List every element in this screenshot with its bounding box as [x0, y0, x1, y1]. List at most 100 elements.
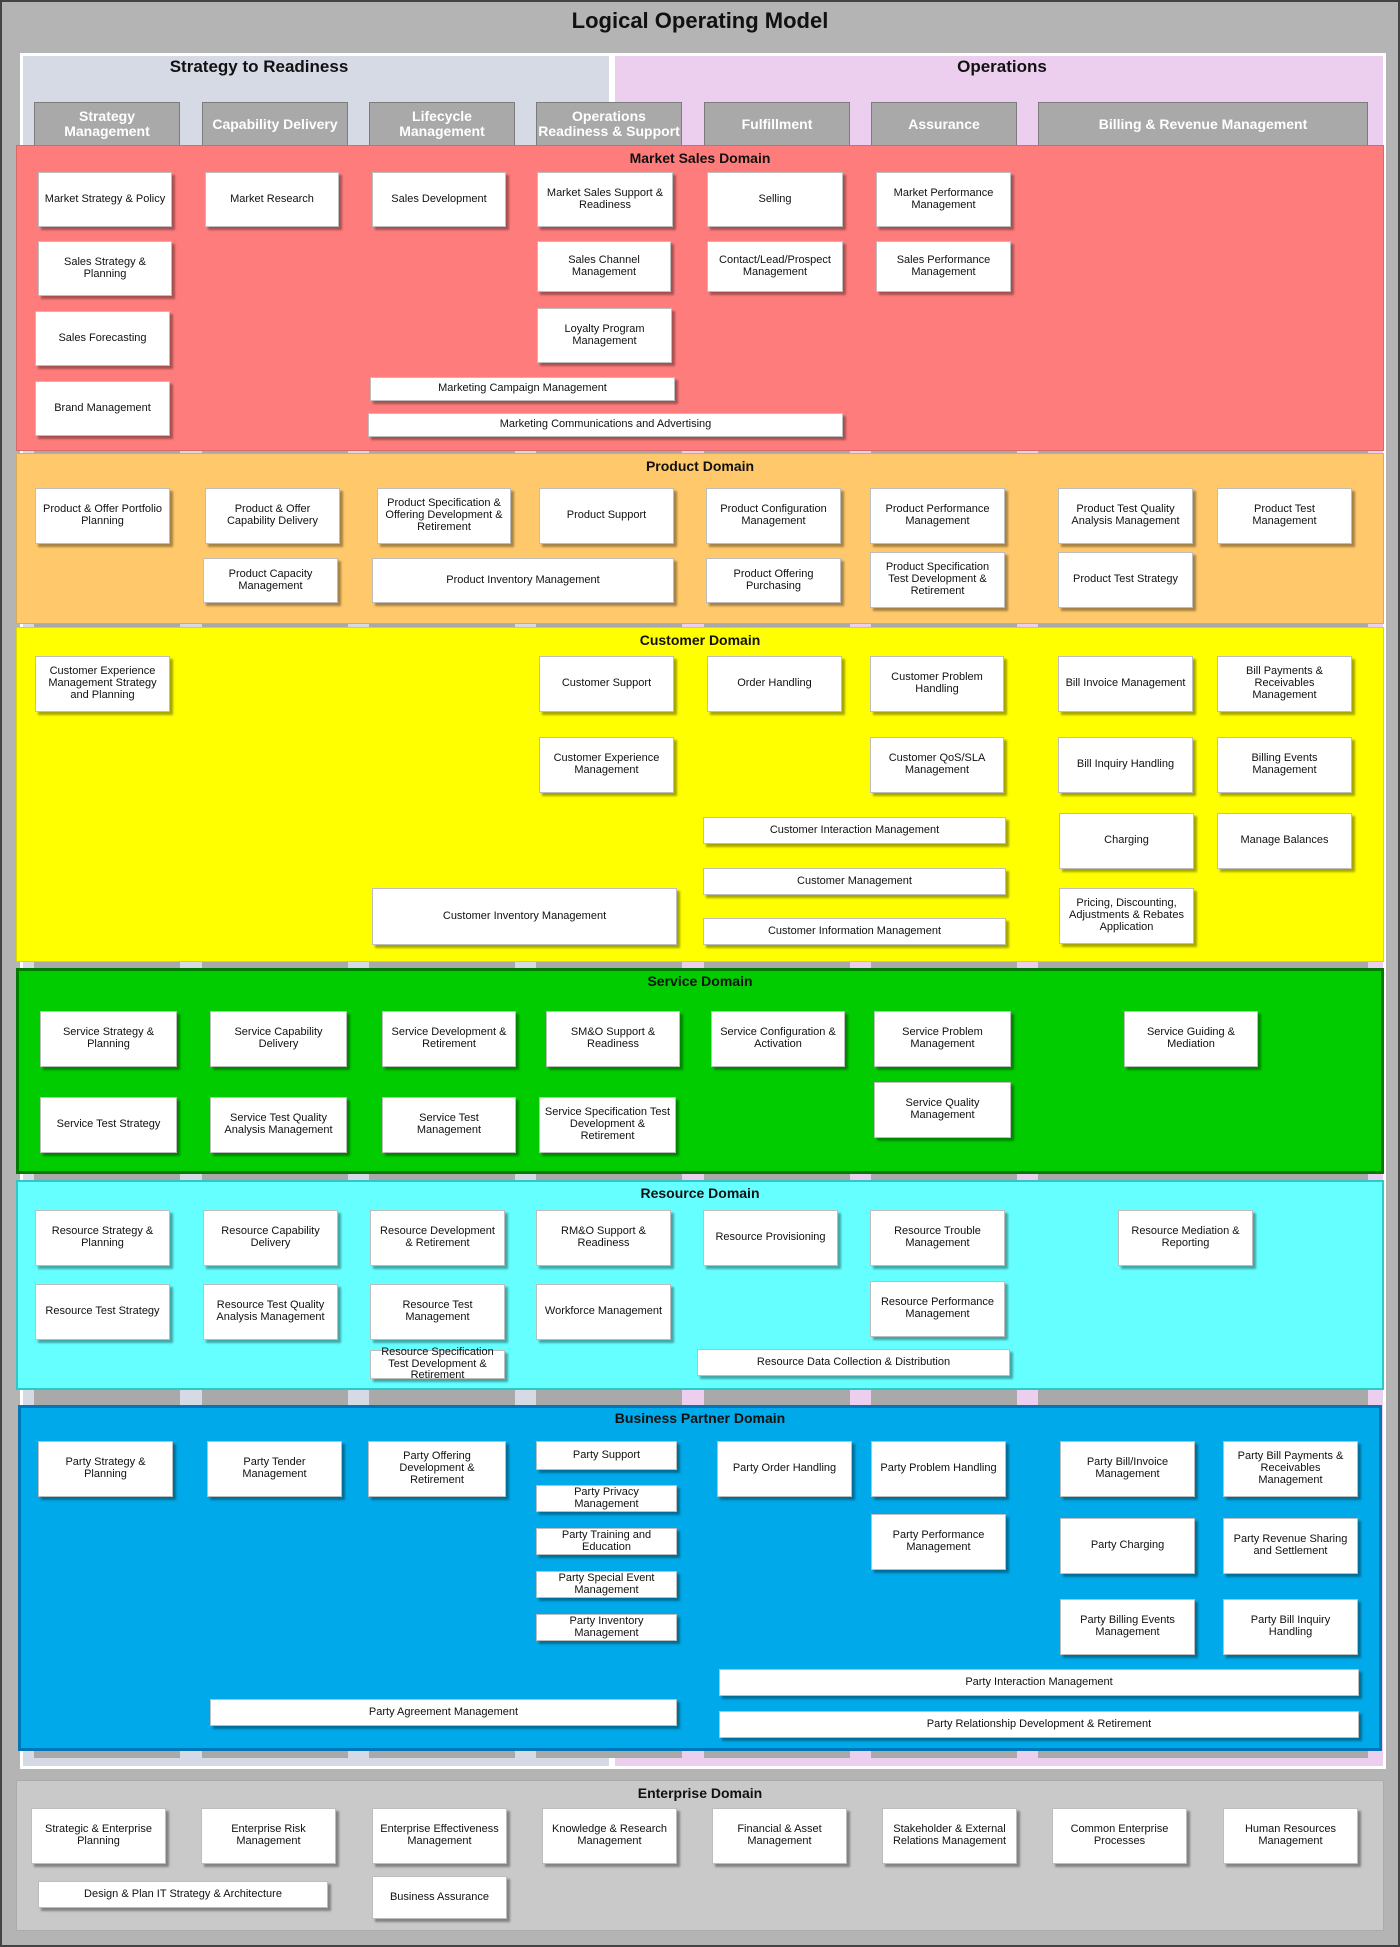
partner-party-charging-box: Party Charging [1060, 1518, 1195, 1574]
customer-customer-experience-management-strategy-and-planning-box: Customer Experience Management Strategy … [35, 656, 170, 712]
column-header-capability-delivery: Capability Delivery [202, 102, 348, 146]
market-contact-lead-prospect-management-box: Contact/Lead/Prospect Management [707, 241, 843, 292]
service-service-test-strategy-box: Service Test Strategy [40, 1097, 177, 1153]
page-title: Logical Operating Model [571, 8, 829, 33]
resource-resource-strategy-and-planning-box: Resource Strategy & Planning [35, 1210, 170, 1266]
product-domain-label: Product Domain [645, 458, 755, 474]
customer-bill-invoice-management-box: Bill Invoice Management [1058, 656, 1193, 712]
market-market-research-box: Market Research [205, 172, 339, 227]
service-service-specification-test-development-and-retirement-box: Service Specification Test Development &… [539, 1097, 676, 1153]
market-sales-performance-management-box: Sales Performance Management [876, 241, 1011, 292]
customer-bill-inquiry-handling-box: Bill Inquiry Handling [1058, 737, 1193, 793]
customer-customer-management-box: Customer Management [703, 868, 1006, 895]
partner-party-bill-payments-and-receivables-management-box: Party Bill Payments & Receivables Manage… [1223, 1441, 1358, 1497]
resource-resource-test-management-box: Resource Test Management [370, 1284, 505, 1340]
partner-party-agreement-management-box: Party Agreement Management [210, 1699, 677, 1726]
product-product-capacity-management-box: Product Capacity Management [203, 558, 338, 603]
product-product-and-offer-capability-delivery-box: Product & Offer Capability Delivery [205, 488, 340, 544]
partner-party-order-handling-box: Party Order Handling [717, 1441, 852, 1497]
service-domain-label: Service Domain [647, 973, 753, 989]
enterprise-domain-label: Enterprise Domain [637, 1785, 763, 1801]
resource-resource-trouble-management-box: Resource Trouble Management [870, 1210, 1005, 1266]
resource-rmando-support-and-readiness-box: RM&O Support & Readiness [536, 1210, 671, 1266]
customer-customer-experience-management-box: Customer Experience Management [539, 737, 674, 793]
product-product-configuration-management-box: Product Configuration Management [706, 488, 841, 544]
service-service-strategy-and-planning-box: Service Strategy & Planning [40, 1011, 177, 1067]
market-market-performance-management-box: Market Performance Management [876, 172, 1011, 227]
partner-party-privacy-management-box: Party Privacy Management [536, 1485, 677, 1512]
operations-label: Operations [957, 57, 1047, 76]
enterprise-strategic-and-enterprise-planning-box: Strategic & Enterprise Planning [31, 1808, 166, 1864]
partner-party-special-event-management-box: Party Special Event Management [536, 1571, 677, 1598]
market-selling-box: Selling [707, 172, 843, 227]
market-sales-channel-management-box: Sales Channel Management [537, 241, 671, 292]
resource-resource-test-strategy-box: Resource Test Strategy [35, 1284, 170, 1340]
product-product-test-quality-analysis-management-box: Product Test Quality Analysis Management [1058, 488, 1193, 544]
partner-party-problem-handling-box: Party Problem Handling [871, 1441, 1006, 1497]
product-product-offering-purchasing-box: Product Offering Purchasing [706, 558, 841, 603]
resource-resource-test-quality-analysis-management-box: Resource Test Quality Analysis Managemen… [203, 1284, 338, 1340]
product-product-specification-and-offering-development-and-retirement-box: Product Specification & Offering Develop… [377, 488, 511, 544]
column-header-lifecycle-management: Lifecycle Management [369, 102, 515, 146]
customer-pricing-discounting-adjustments-and-rebates-application-box: Pricing, Discounting, Adjustments & Reba… [1059, 888, 1194, 944]
market-loyalty-program-management-box: Loyalty Program Management [537, 308, 672, 363]
service-service-test-management-box: Service Test Management [382, 1097, 516, 1153]
resource-resource-mediation-and-reporting-box: Resource Mediation & Reporting [1118, 1210, 1253, 1266]
enterprise-knowledge-and-research-management-box: Knowledge & Research Management [542, 1808, 677, 1864]
strategy-to-readiness-label: Strategy to Readiness [169, 57, 349, 76]
resource-resource-development-and-retirement-box: Resource Development & Retirement [370, 1210, 505, 1266]
partner-party-inventory-management-box: Party Inventory Management [536, 1614, 677, 1641]
resource-resource-specification-test-development-and-retirement-box: Resource Specification Test Development … [370, 1346, 505, 1381]
market-market-strategy-and-policy-box: Market Strategy & Policy [38, 172, 172, 227]
customer-customer-qos-sla-management-box: Customer QoS/SLA Management [870, 737, 1004, 793]
partner-party-support-box: Party Support [536, 1441, 677, 1470]
resource-resource-capability-delivery-box: Resource Capability Delivery [203, 1210, 338, 1266]
enterprise-enterprise-risk-management-box: Enterprise Risk Management [201, 1808, 336, 1864]
market-domain-label: Market Sales Domain [629, 150, 771, 166]
partner-party-strategy-and-planning-box: Party Strategy & Planning [38, 1441, 173, 1497]
enterprise-common-enterprise-processes-box: Common Enterprise Processes [1052, 1808, 1187, 1864]
service-service-test-quality-analysis-management-box: Service Test Quality Analysis Management [210, 1097, 347, 1153]
customer-charging-box: Charging [1059, 813, 1194, 869]
product-product-performance-management-box: Product Performance Management [870, 488, 1005, 544]
customer-domain-label: Customer Domain [639, 632, 761, 648]
resource-resource-provisioning-box: Resource Provisioning [703, 1210, 838, 1266]
resource-domain-label: Resource Domain [640, 1185, 760, 1201]
partner-party-offering-development-and-retirement-box: Party Offering Development & Retirement [368, 1441, 506, 1497]
column-header-assurance: Assurance [871, 102, 1017, 146]
enterprise-financial-and-asset-management-box: Financial & Asset Management [712, 1808, 847, 1864]
market-marketing-communications-and-advertising-box: Marketing Communications and Advertising [368, 413, 843, 437]
service-smando-support-and-readiness-box: SM&O Support & Readiness [546, 1011, 680, 1067]
partner-party-tender-management-box: Party Tender Management [207, 1441, 342, 1497]
resource-workforce-management-box: Workforce Management [536, 1284, 671, 1340]
product-product-test-strategy-box: Product Test Strategy [1058, 552, 1193, 608]
partner-party-training-and-education-box: Party Training and Education [536, 1528, 677, 1555]
product-product-inventory-management-box: Product Inventory Management [372, 558, 674, 603]
product-product-and-offer-portfolio-planning-box: Product & Offer Portfolio Planning [35, 488, 170, 544]
partner-party-bill-invoice-management-box: Party Bill/Invoice Management [1060, 1441, 1195, 1497]
enterprise-enterprise-effectiveness-management-box: Enterprise Effectiveness Management [372, 1808, 507, 1864]
enterprise-stakeholder-and-external-relations-management-box: Stakeholder & External Relations Managem… [882, 1808, 1017, 1864]
partner-party-billing-events-management-box: Party Billing Events Management [1060, 1599, 1195, 1655]
partner-party-interaction-management-box: Party Interaction Management [719, 1669, 1359, 1696]
customer-customer-inventory-management-box: Customer Inventory Management [372, 888, 677, 945]
partner-party-performance-management-box: Party Performance Management [871, 1514, 1006, 1570]
enterprise-design-and-plan-it-strategy-and-architecture-box: Design & Plan IT Strategy & Architecture [38, 1881, 328, 1908]
column-header-billing-and-revenue-management: Billing & Revenue Management [1038, 102, 1368, 146]
partner-domain-label: Business Partner Domain [614, 1410, 786, 1426]
market-sales-strategy-and-planning-box: Sales Strategy & Planning [38, 241, 172, 296]
customer-customer-problem-handling-box: Customer Problem Handling [870, 656, 1004, 712]
resource-resource-data-collection-and-distribution-box: Resource Data Collection & Distribution [697, 1349, 1010, 1376]
service-service-guiding-and-mediation-box: Service Guiding & Mediation [1124, 1011, 1258, 1067]
customer-customer-information-management-box: Customer Information Management [703, 918, 1006, 945]
customer-order-handling-box: Order Handling [707, 656, 842, 712]
market-sales-forecasting-box: Sales Forecasting [35, 311, 170, 366]
product-product-specification-test-development-and-retirement-box: Product Specification Test Development &… [870, 552, 1005, 608]
customer-bill-payments-and-receivables-management-box: Bill Payments & Receivables Management [1217, 656, 1352, 712]
column-header-fulfillment: Fulfillment [704, 102, 850, 146]
partner-party-revenue-sharing-and-settlement-box: Party Revenue Sharing and Settlement [1223, 1518, 1358, 1574]
market-marketing-campaign-management-box: Marketing Campaign Management [370, 377, 675, 401]
product-product-test-management-box: Product Test Management [1217, 488, 1352, 544]
